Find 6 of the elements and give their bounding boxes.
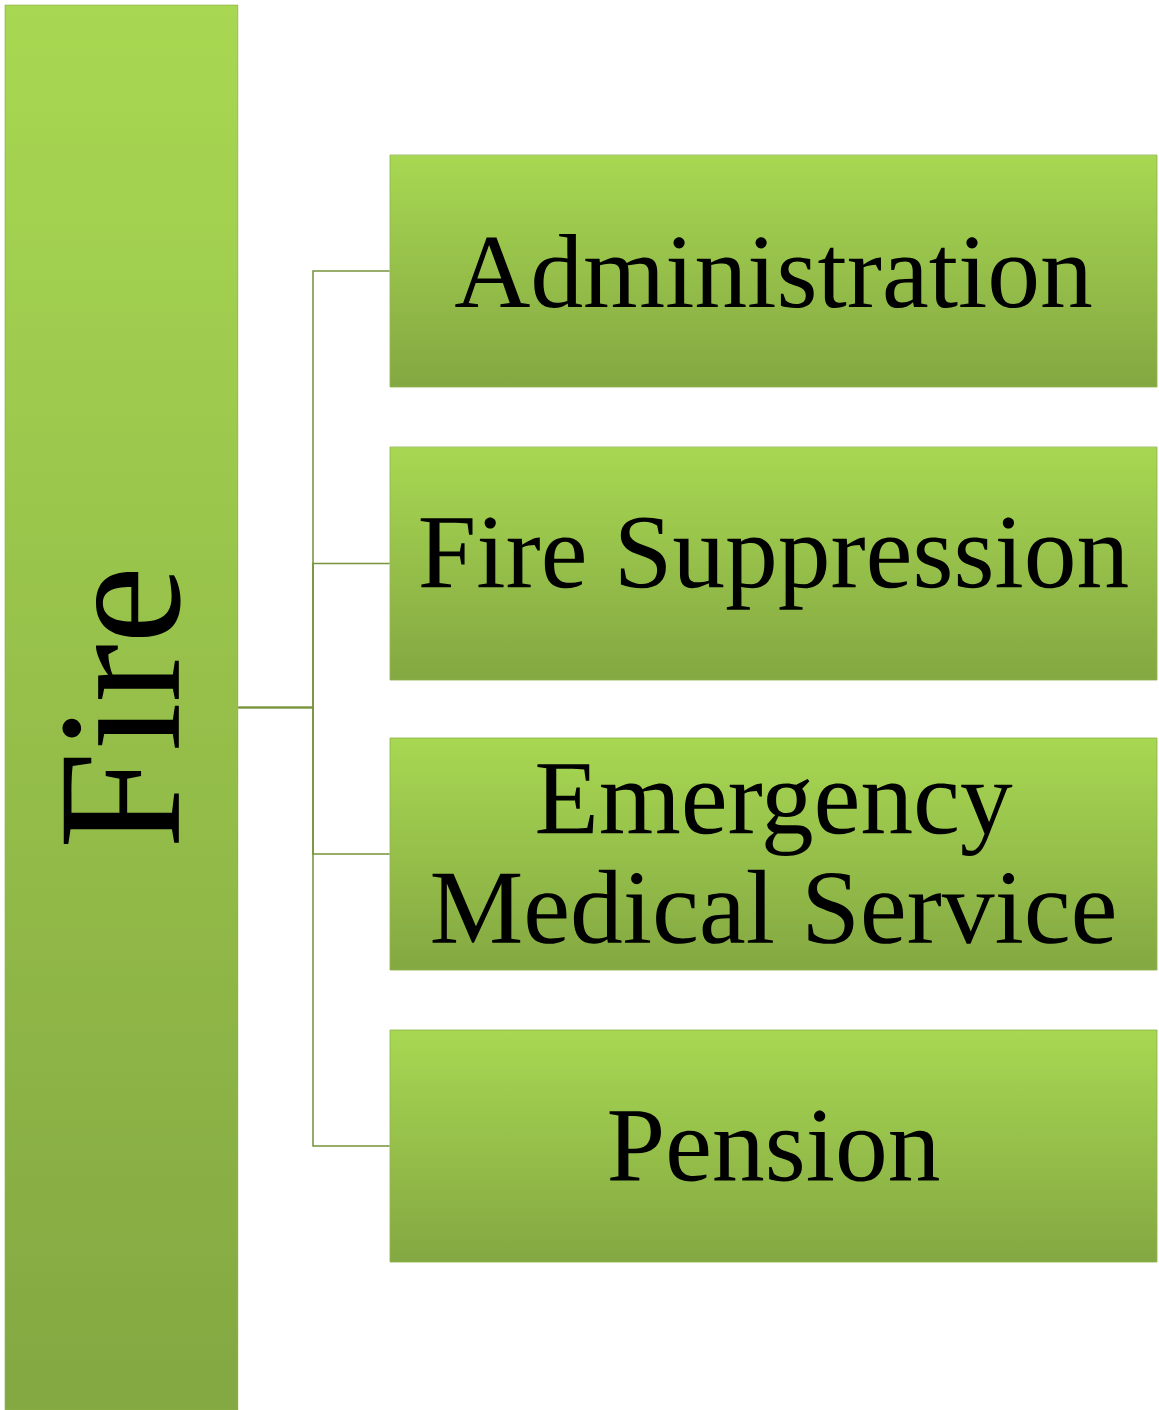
department-box: Fire: [4, 4, 239, 1410]
connector: [237, 706, 391, 1147]
division-box: Emergency Medical Service: [389, 737, 1158, 971]
division-box: Fire Suppression: [389, 446, 1158, 681]
division-box: Administration: [389, 154, 1158, 388]
division-box: Pension: [389, 1029, 1158, 1263]
